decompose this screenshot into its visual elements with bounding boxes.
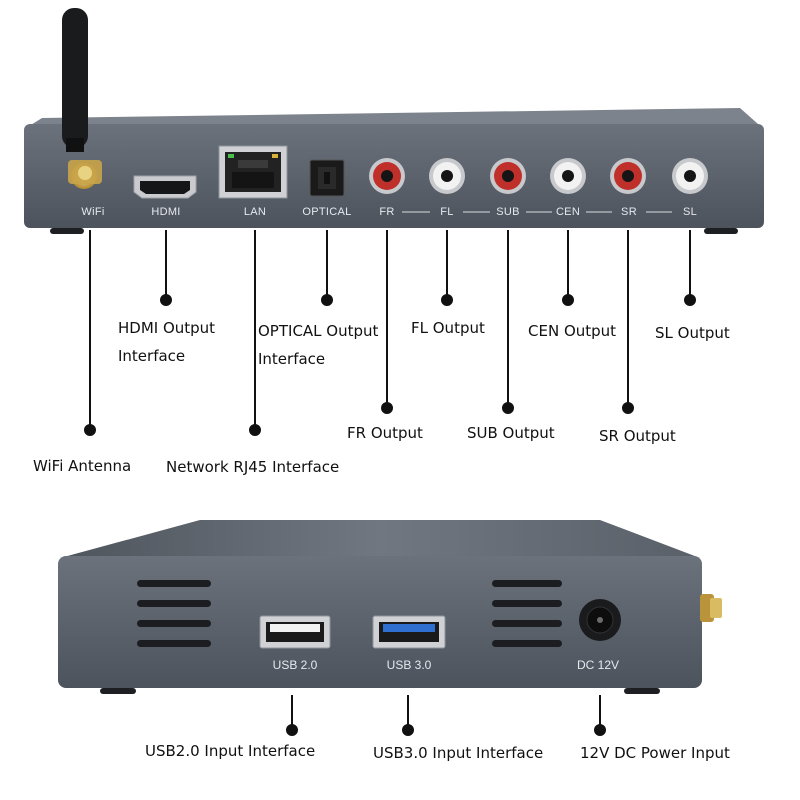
vent-left-icon bbox=[137, 580, 211, 647]
callout-sr: SR Output bbox=[599, 427, 676, 445]
callout-sub: SUB Output bbox=[467, 424, 555, 442]
rear-panel bbox=[24, 8, 764, 234]
callout-dc: 12V DC Power Input bbox=[580, 744, 730, 762]
panel-label-sl: SL bbox=[682, 206, 698, 218]
wifi-antenna-icon bbox=[62, 8, 102, 189]
callout-fl: FL Output bbox=[411, 319, 485, 337]
lan-port-icon bbox=[218, 145, 288, 199]
callout-cen: CEN Output bbox=[528, 322, 617, 340]
foot bbox=[100, 688, 136, 694]
rca-cen-icon bbox=[550, 158, 586, 194]
callout-hdmi-line1: HDMI Output bbox=[118, 319, 216, 337]
panel-label-hdmi: HDMI bbox=[151, 206, 181, 218]
callout-hdmi-line2: Interface bbox=[118, 347, 186, 365]
panel-label-sr: SR bbox=[621, 206, 637, 218]
callout-usb3: USB3.0 Input Interface bbox=[373, 744, 544, 762]
foot bbox=[704, 228, 738, 234]
rca-fl-icon bbox=[429, 158, 465, 194]
panel-label-sub: SUB bbox=[496, 206, 520, 218]
callout-usb2: USB2.0 Input Interface bbox=[145, 742, 316, 760]
vent-right-icon bbox=[492, 580, 562, 647]
callout-sl: SL Output bbox=[655, 324, 730, 342]
usb3-port-icon bbox=[372, 615, 446, 649]
callout-fr: FR Output bbox=[347, 424, 423, 442]
panel-label-usb2: USB 2.0 bbox=[272, 658, 318, 672]
panel-label-usb3: USB 3.0 bbox=[386, 658, 432, 672]
rear-top-surface bbox=[26, 108, 758, 128]
dc-jack-icon bbox=[579, 599, 621, 641]
antenna-connector-icon bbox=[700, 594, 722, 622]
hdmi-port-icon bbox=[133, 175, 197, 199]
callout-optical-line1: OPTICAL Output bbox=[258, 322, 379, 340]
callout-leaders bbox=[84, 230, 696, 736]
front-top-surface bbox=[60, 520, 700, 558]
callout-lan: Network RJ45 Interface bbox=[166, 458, 340, 476]
foot bbox=[624, 688, 660, 694]
panel-label-dc: DC 12V bbox=[576, 658, 620, 672]
panel-label-lan: LAN bbox=[243, 206, 267, 218]
panel-label-optical: OPTICAL bbox=[302, 206, 352, 218]
rca-jacks bbox=[369, 158, 708, 194]
callout-optical-line2: Interface bbox=[258, 350, 326, 368]
front-panel bbox=[58, 520, 722, 694]
panel-label-fr: FR bbox=[379, 206, 395, 218]
rca-sub-icon bbox=[490, 158, 526, 194]
rca-sr-icon bbox=[610, 158, 646, 194]
optical-port-icon bbox=[309, 159, 345, 197]
panel-label-fl: FL bbox=[440, 206, 454, 218]
usb2-port-icon bbox=[259, 615, 331, 649]
callout-hdmi: HDMI Output Interface bbox=[118, 314, 215, 370]
foot bbox=[50, 228, 84, 234]
rca-fr-icon bbox=[369, 158, 405, 194]
rca-sl-icon bbox=[672, 158, 708, 194]
panel-label-cen: CEN bbox=[555, 206, 581, 218]
panel-label-wifi: WiFi bbox=[81, 206, 105, 218]
callout-wifi-antenna: WiFi Antenna bbox=[33, 457, 132, 475]
callout-optical: OPTICAL Output Interface bbox=[258, 317, 378, 373]
